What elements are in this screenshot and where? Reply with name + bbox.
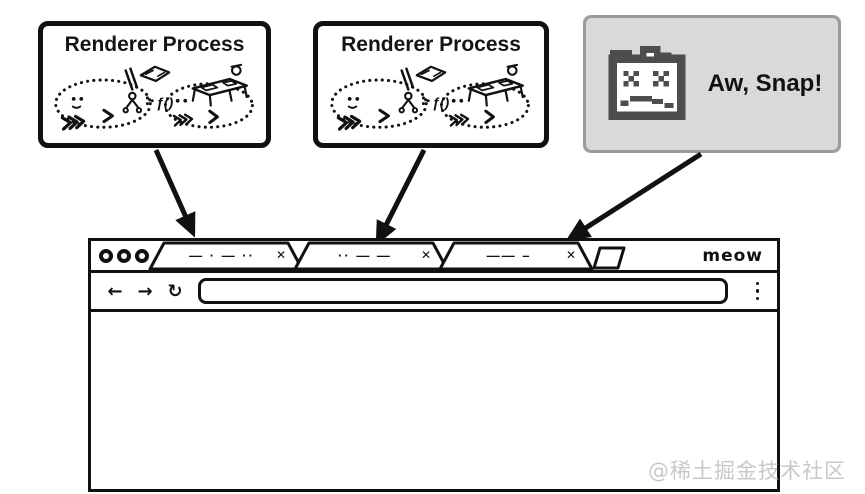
renderer-process-illustration: [51, 58, 259, 136]
renderer-process-illustration: [327, 58, 535, 136]
sad-tab-icon: [608, 46, 686, 120]
reload-button[interactable]: ↻: [164, 281, 186, 302]
back-button[interactable]: ←: [104, 281, 126, 302]
menu-icon[interactable]: [754, 280, 762, 303]
tab-shapes: [148, 241, 626, 270]
new-tab-shape[interactable]: [592, 246, 626, 270]
forward-button[interactable]: →: [134, 281, 156, 302]
crash-box: Aw, Snap!: [583, 15, 841, 153]
tab-1-close-button[interactable]: ✕: [275, 248, 287, 262]
tab-strip: — · — ·· ✕ ·· — — ✕ —— – ✕ meow: [91, 241, 777, 270]
arrow-box2-to-tab2: [375, 148, 427, 246]
renderer-process-box-1: Renderer Process: [38, 21, 271, 148]
tab-2-close-button[interactable]: ✕: [420, 248, 432, 262]
toolbar: ← → ↻: [91, 270, 777, 312]
crash-label: Aw, Snap!: [707, 70, 823, 97]
renderer-process-box-2: Renderer Process: [313, 21, 549, 148]
traffic-light-close[interactable]: [99, 249, 113, 263]
arrow-crash-to-tab3: [565, 151, 703, 241]
arrow-box1-to-tab1: [153, 148, 196, 238]
address-bar[interactable]: [198, 278, 728, 304]
tab-1-title[interactable]: — · — ··: [189, 248, 255, 263]
tab-shape-2[interactable]: [293, 241, 449, 270]
tab-shape-3[interactable]: [438, 241, 594, 270]
tab-3-close-button[interactable]: ✕: [565, 248, 577, 262]
traffic-light-minimize[interactable]: [117, 249, 131, 263]
tab-2-title[interactable]: ·· — —: [338, 248, 392, 263]
watermark: @稀土掘金技术社区: [648, 459, 846, 483]
tab-3-title[interactable]: —— –: [486, 248, 532, 263]
browser-window: — · — ·· ✕ ·· — — ✕ —— – ✕ meow ← → ↻: [88, 238, 780, 492]
window-controls: [99, 249, 149, 263]
renderer-process-title: Renderer Process: [341, 33, 521, 56]
tab-shape-1[interactable]: [148, 241, 304, 270]
page-content-area: [91, 312, 777, 489]
traffic-light-zoom[interactable]: [135, 249, 149, 263]
renderer-process-title: Renderer Process: [64, 33, 245, 56]
browser-brand-meow: meow: [702, 246, 763, 266]
